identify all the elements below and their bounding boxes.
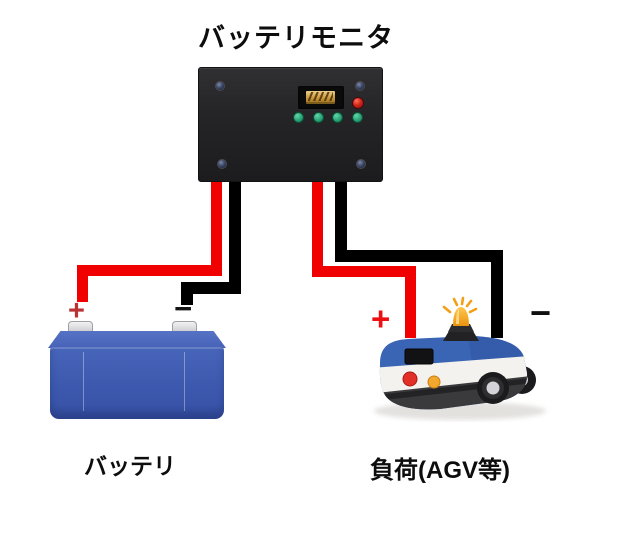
load-positive-wire-vertical-bottom: [405, 266, 416, 338]
agv-illustration: [374, 296, 546, 420]
load-negative-wire-vertical-top: [335, 182, 347, 262]
load-positive-wire-vertical-top: [312, 182, 323, 277]
status-led-red: [352, 97, 364, 109]
monitor-green-button-3: [332, 112, 343, 123]
screw-icon: [217, 159, 227, 169]
load-positive-wire-horizontal: [312, 266, 416, 277]
monitor-green-button-4: [352, 112, 363, 123]
battery-negative-wire-horizontal: [181, 282, 241, 294]
battery-negative-wire-vertical-bottom: [181, 282, 193, 305]
agv-yellow-light: [427, 375, 441, 389]
agv-red-light: [402, 371, 418, 387]
load-positive-label: +: [371, 300, 391, 337]
battery-seam-line: [83, 352, 84, 411]
battery-positive-wire-vertical-top: [211, 182, 222, 276]
battery-seam-line: [184, 352, 185, 411]
agv-sensor-window: [404, 348, 434, 365]
load-caption: 負荷(AGV等): [370, 457, 510, 484]
battery-positive-wire-horizontal: [77, 265, 222, 276]
battery-caption: バッテリ: [84, 453, 176, 479]
load-negative-label: −: [530, 292, 552, 333]
monitor-display-screen: [306, 91, 335, 104]
battery-positive-label: +: [68, 295, 85, 327]
battery-illustration: [50, 347, 224, 419]
screw-icon: [356, 159, 366, 169]
screw-icon: [215, 81, 225, 91]
battery-lid: [48, 331, 226, 348]
battery-positive-wire-vertical-bottom: [77, 265, 88, 302]
page-title: バッテリモニタ: [198, 23, 394, 53]
load-negative-wire-vertical-bottom: [491, 250, 503, 338]
load-negative-wire-horizontal: [335, 250, 503, 262]
agv-front-wheel: [477, 372, 509, 404]
screw-icon: [355, 81, 365, 91]
monitor-green-button-2: [313, 112, 324, 123]
battery-monitor-device: [198, 67, 383, 182]
monitor-display-bezel: [298, 86, 344, 109]
battery-negative-wire-vertical-top: [229, 182, 241, 294]
battery-negative-label: −: [174, 291, 193, 326]
monitor-green-button-1: [293, 112, 304, 123]
beacon-icon: [442, 296, 479, 341]
